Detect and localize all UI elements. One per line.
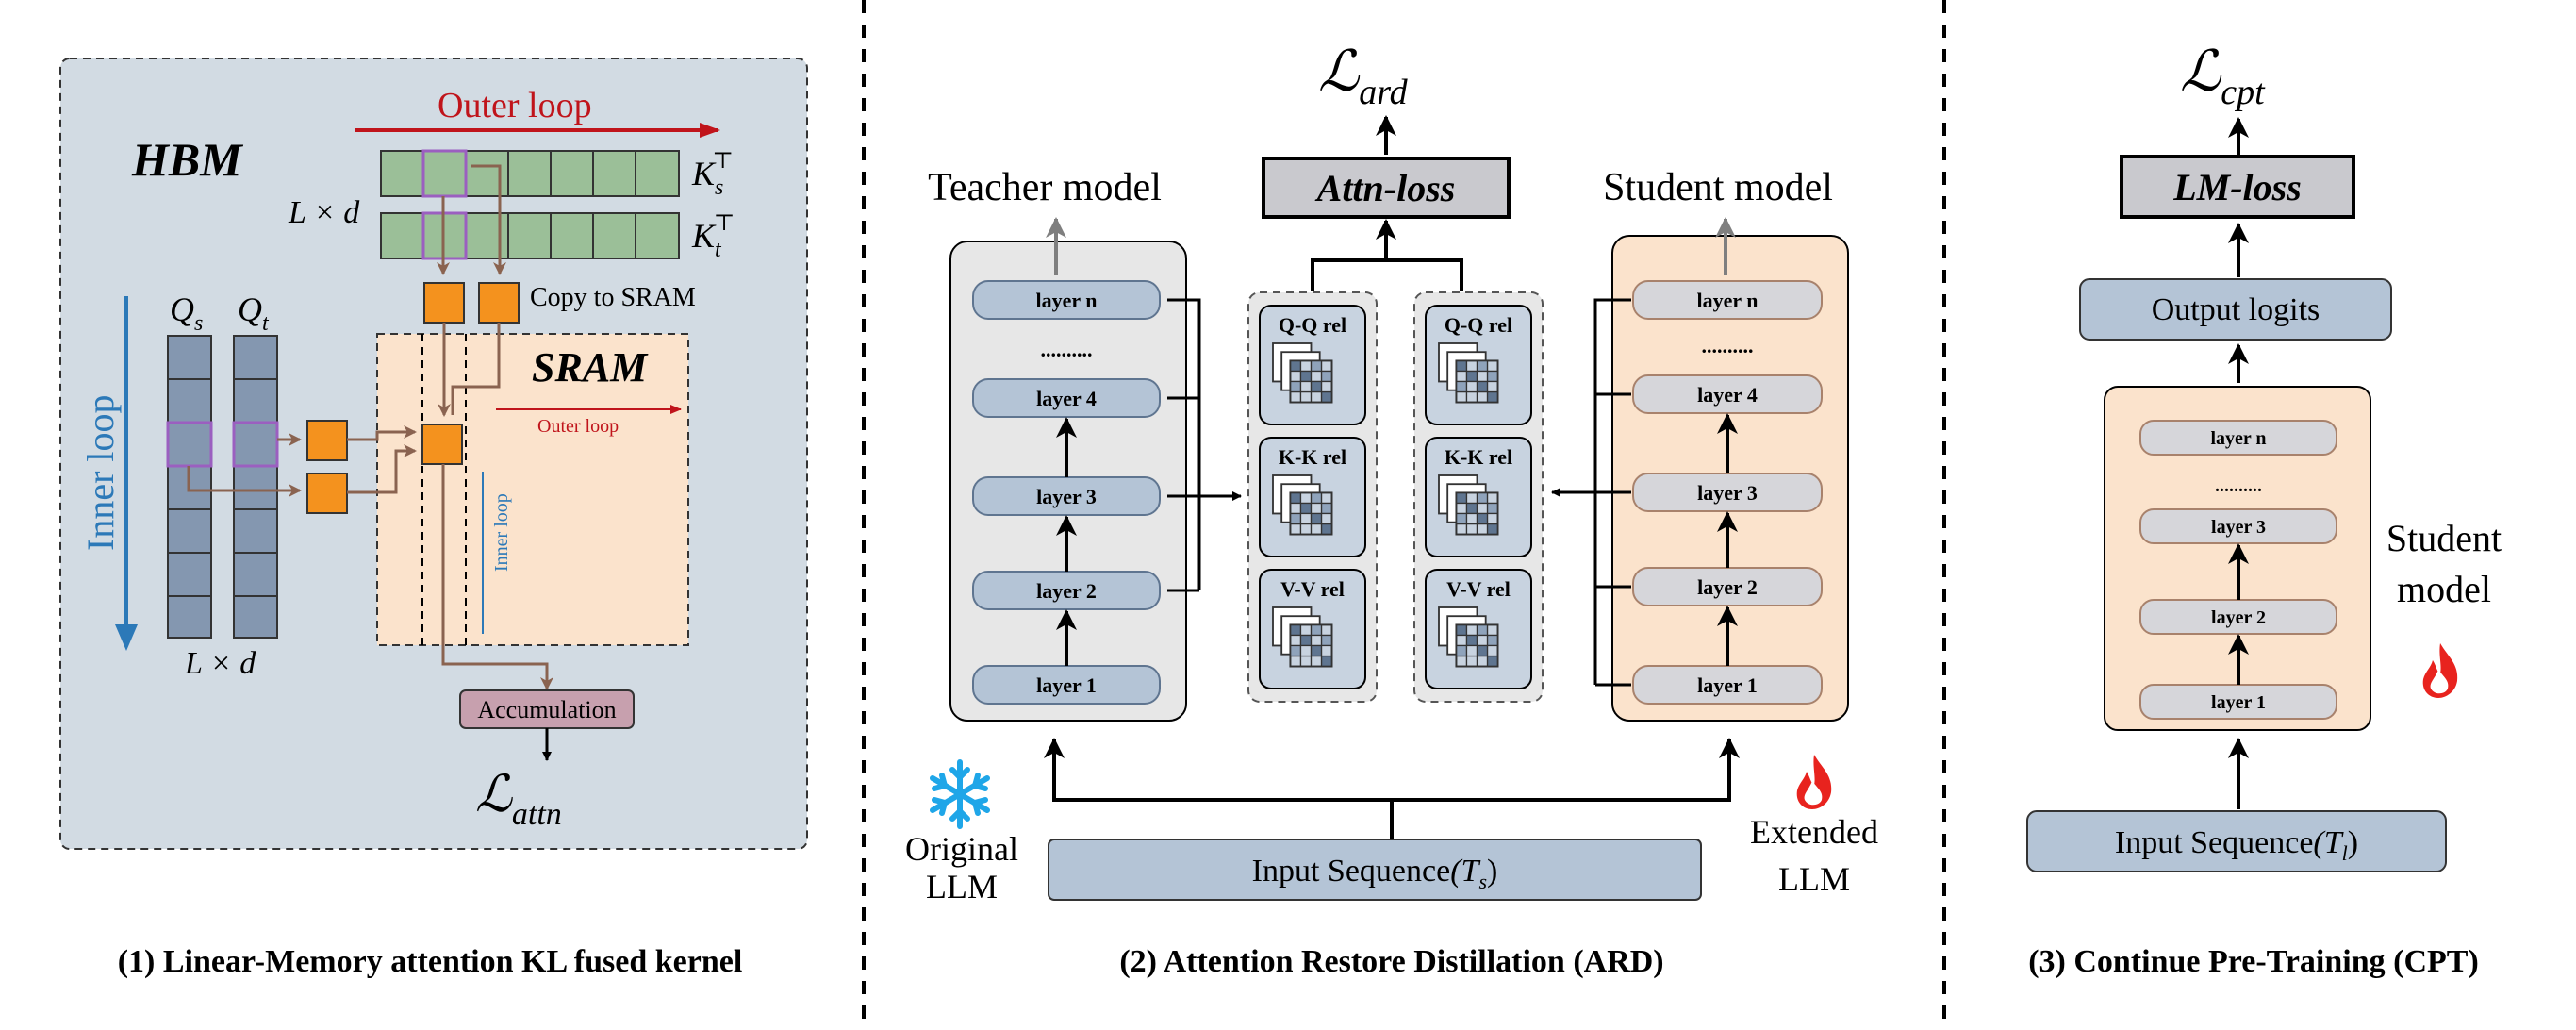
qs-label: Qs — [170, 291, 203, 336]
original-llm-line2: LLM — [926, 868, 998, 905]
layer-label: layer 3 — [2211, 517, 2266, 538]
rel-label: Q-Q rel — [1279, 313, 1346, 337]
accumulation-label: Accumulation — [477, 696, 616, 723]
panel-1: HBM Outer loop Ks⊤ Kt⊤ L × d Copy to SRA… — [59, 58, 808, 979]
layer-label: layer n — [1036, 289, 1098, 312]
panel-2: ℒard Attn-loss Teacher model Student mod… — [905, 41, 1878, 979]
layer-label: layer 2 — [1036, 579, 1097, 603]
cpt-layers: layer n.......... layer 3 layer 2 layer 1 — [2139, 420, 2337, 720]
loss-attn: ℒattn — [475, 766, 562, 832]
student-layers: layer n.......... layer 4 layer 3 layer 2 la… — [1632, 280, 1823, 705]
lxd-top-label: L × d — [288, 195, 360, 230]
attn-loss-label: Attn-loss — [1314, 167, 1456, 209]
outer-loop-label: Outer loop — [438, 86, 592, 125]
orange-k1 — [423, 282, 465, 324]
output-logits-label: Output logits — [2152, 292, 2320, 327]
ks-label: Ks⊤ — [691, 149, 734, 200]
lm-loss-label: LM-loss — [2172, 166, 2302, 208]
rel-label: K-K rel — [1279, 445, 1346, 469]
kt-label: Kt⊤ — [691, 211, 735, 262]
layer-box — [972, 280, 1161, 320]
caption-1: (1) Linear-Memory attention KL fused ker… — [118, 944, 743, 979]
caption-2: (2) Attention Restore Distillation (ARD) — [1119, 944, 1663, 979]
outer-loop-small-label: Outer loop — [537, 416, 619, 437]
kt-row — [380, 211, 680, 260]
layer-label: layer 4 — [1036, 387, 1097, 410]
input-sequence-label-3: Input Sequence(Tl) — [2115, 825, 2358, 865]
copy-to-sram-label: Copy to SRAM — [530, 283, 696, 312]
layer-label: layer 1 — [2211, 692, 2266, 713]
layer-ellipsis: .......... — [1041, 338, 1093, 361]
extended-llm-line2: LLM — [1778, 860, 1850, 898]
sram-region — [376, 333, 689, 646]
orange-q1 — [306, 420, 348, 461]
layer-box — [1632, 280, 1823, 320]
caption-3: (3) Continue Pre-Training (CPT) — [2028, 944, 2479, 979]
sram-label: SRAM — [532, 344, 649, 390]
layer-label: layer n — [2210, 428, 2266, 449]
teacher-layers: layer n.......... layer 4 layer 3 layer 2 la… — [972, 280, 1161, 705]
flame-icon-cpt — [2422, 643, 2458, 698]
layer-label: layer 1 — [1036, 673, 1097, 697]
attn-loss-box — [1262, 157, 1511, 219]
input-sequence-box-3 — [2026, 810, 2447, 872]
extended-llm-line1: Extended — [1750, 813, 1878, 851]
student-title: Student model — [1603, 166, 1833, 209]
layer-label: layer 4 — [1697, 383, 1758, 407]
lxd-bottom-label: L × d — [184, 646, 256, 681]
output-logits-box — [2079, 278, 2392, 341]
snowflake-icon — [930, 759, 990, 829]
rel-label: K-K rel — [1445, 445, 1512, 469]
layer-label: layer 3 — [1697, 481, 1758, 505]
layer-label: layer 2 — [2211, 607, 2266, 628]
lm-loss-box — [2120, 155, 2355, 219]
loss-cpt: ℒcpt — [2180, 41, 2266, 112]
layer-ellipsis: .......... — [2215, 475, 2262, 496]
input-sequence-box-2 — [1048, 839, 1702, 901]
layer-box — [2139, 420, 2337, 456]
student-model-line1: Student — [2386, 517, 2502, 559]
inner-loop-small-label: Inner loop — [491, 493, 512, 572]
input-sequence-label-2: Input Sequence(Ts) — [1252, 854, 1498, 893]
inner-loop-label: Inner loop — [79, 394, 122, 551]
rel-label: V-V rel — [1280, 577, 1345, 601]
qt-label: Qt — [238, 291, 270, 336]
orange-q2 — [306, 473, 348, 514]
orange-center — [421, 424, 463, 465]
layer-ellipsis: .......... — [1702, 334, 1754, 357]
panel-3: ℒcpt LM-loss Output logits layer n......… — [2026, 41, 2502, 979]
rel-label: Q-Q rel — [1445, 313, 1512, 337]
layer-label: layer 3 — [1036, 485, 1097, 508]
flame-icon — [1796, 755, 1832, 809]
student-model-line2: model — [2397, 568, 2491, 610]
original-llm-line1: Original — [905, 830, 1018, 868]
loss-ard: ℒard — [1318, 41, 1409, 112]
layer-label: layer 1 — [1697, 673, 1758, 697]
layer-label: layer n — [1697, 289, 1759, 312]
ks-row — [380, 149, 680, 198]
rel-label: V-V rel — [1446, 577, 1511, 601]
layer-label: layer 2 — [1697, 575, 1758, 599]
orange-k2 — [478, 282, 520, 324]
qt-column — [232, 335, 279, 639]
hbm-label: HBM — [131, 133, 243, 186]
teacher-title: Teacher model — [928, 166, 1162, 209]
